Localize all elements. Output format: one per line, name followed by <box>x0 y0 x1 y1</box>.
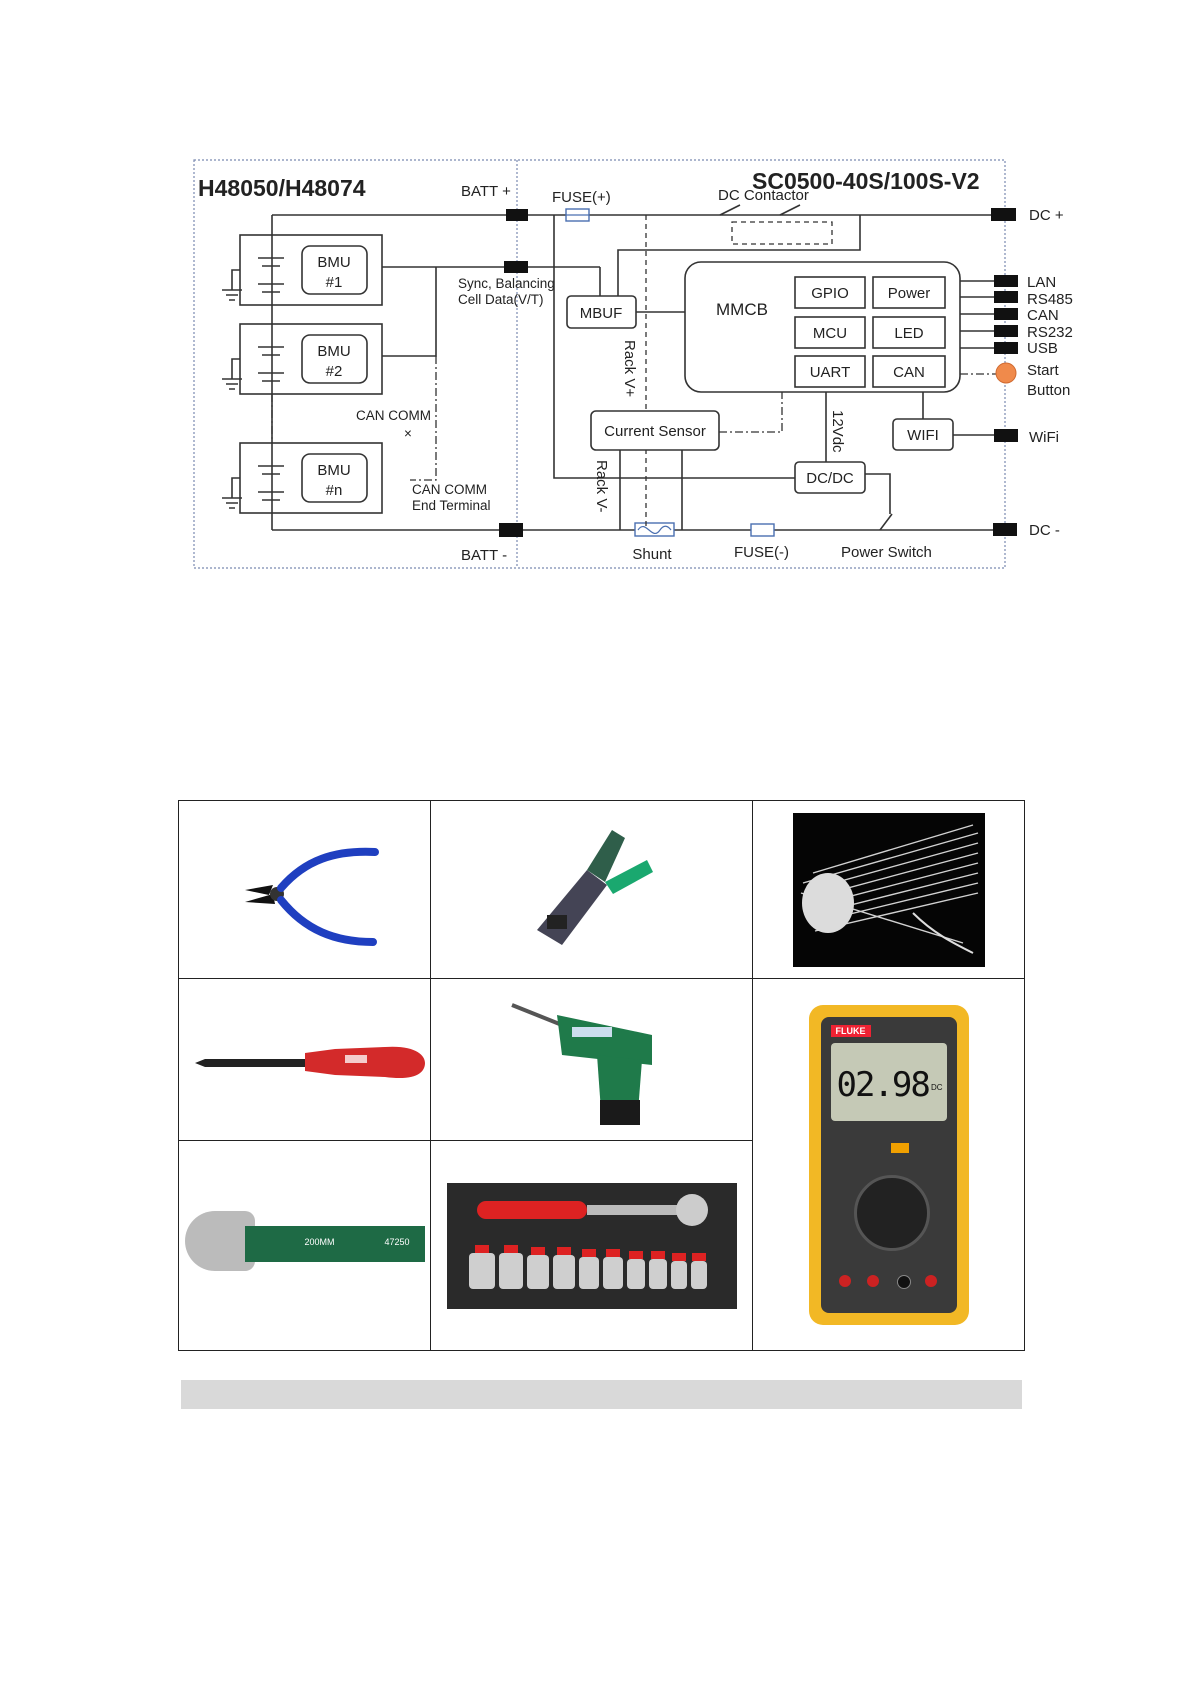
can-comm-end-label-2: End Terminal <box>412 498 491 513</box>
contactor-feed-wire <box>617 215 861 320</box>
side-cutter-pliers-icon <box>244 847 379 946</box>
current-sensor-box <box>590 410 720 451</box>
sync-label-1: Sync, Balancing <box>458 276 555 291</box>
dc-minus-label: DC - <box>1029 522 1060 539</box>
svg-text:×: × <box>404 426 412 441</box>
can-comm-dashed <box>410 356 437 481</box>
wifi-box-label: WIFI <box>907 427 939 444</box>
bmu-module-2: BMU #2 <box>222 323 383 395</box>
mmcb-label: MMCB <box>716 300 768 319</box>
power-switch-symbol <box>879 513 893 531</box>
port-lan: LAN <box>1027 274 1056 291</box>
right-title: SC0500-40S/100S-V2 <box>752 168 980 194</box>
start-label-1: Start <box>1027 362 1060 379</box>
bmu-module-n: BMU #n <box>222 442 383 514</box>
gpio-label: GPIO <box>811 285 849 302</box>
tool-cell-socket-set <box>430 1140 753 1351</box>
bmu1-index: #1 <box>326 274 343 291</box>
dc-plus-connector <box>991 208 1016 221</box>
table-row: 200MM 47250 <box>178 1140 1025 1351</box>
multimeter-reading: 02.98 <box>836 1064 931 1105</box>
mmcb-submodules: GPIO Power MCU LED UART CAN <box>794 276 946 388</box>
shunt-label: Shunt <box>632 546 672 563</box>
cable-ties-icon <box>792 812 985 967</box>
tool-cell-crimping-tool <box>430 800 753 979</box>
wifi-port-label: WiFi <box>1029 429 1059 446</box>
12vdc-label: 12Vdc <box>829 410 846 453</box>
wrench-code: 47250 <box>384 1236 410 1247</box>
wifi-connector <box>994 429 1018 442</box>
batt-minus-connector <box>499 523 523 537</box>
sync-label-2: Cell Data(V/T) <box>458 292 544 307</box>
batt-plus-connector <box>506 209 528 221</box>
mbuf-label: MBUF <box>580 305 623 322</box>
port-rs232: RS232 <box>1027 324 1073 341</box>
dcdc-label: DC/DC <box>806 470 854 487</box>
can-comm-end-label-1: CAN COMM <box>412 482 487 497</box>
tool-cell-adjustable-wrench: 200MM 47250 <box>178 1140 431 1351</box>
socket-wrench-set-icon <box>446 1182 737 1309</box>
tools-table: FLUKE 02.98 DC 200MM 47250 <box>178 800 1025 1351</box>
can-comm-label: CAN COMM <box>356 408 431 423</box>
shunt-symbol <box>634 522 675 537</box>
bmun-index: #n <box>326 482 343 499</box>
contactor-coil-dashed <box>731 221 833 245</box>
multimeter-dial-icon <box>853 1174 930 1251</box>
power-switch-label: Power Switch <box>841 544 932 561</box>
crimping-tool-icon <box>536 829 653 945</box>
bmu1-name: BMU <box>317 254 350 271</box>
fuse-minus-symbol <box>750 523 775 537</box>
table-row: FLUKE 02.98 DC <box>178 978 1025 1351</box>
electric-screwdriver-icon <box>510 1002 652 1125</box>
left-title: H48050/H48074 <box>198 175 366 201</box>
wrench-size: 200MM <box>304 1236 335 1247</box>
rack-v-plus-label: Rack V+ <box>621 340 638 397</box>
power-label: Power <box>888 285 931 302</box>
tool-cell-electric-screwdriver <box>430 978 753 1141</box>
fuse-minus-label: FUSE(-) <box>734 544 789 561</box>
current-sensor-label: Current Sensor <box>604 423 706 440</box>
port-rs485: RS485 <box>1027 291 1073 308</box>
led-label: LED <box>894 325 923 342</box>
multimeter-display: 02.98 DC <box>830 1042 947 1121</box>
sync-connector <box>504 261 528 273</box>
start-button-icon <box>995 362 1017 384</box>
port-can: CAN <box>1027 307 1059 324</box>
section-divider-bar <box>181 1380 1022 1409</box>
tool-cell-screwdriver <box>178 978 431 1141</box>
start-label-2: Button <box>1027 382 1070 399</box>
tool-cell-multimeter: FLUKE 02.98 DC <box>752 978 1025 1351</box>
adjustable-wrench-icon: 200MM 47250 <box>184 1191 425 1301</box>
screwdriver-icon <box>194 1046 425 1078</box>
tool-cell-cable-ties <box>752 800 1025 979</box>
tool-cell-side-cutter <box>178 800 431 979</box>
batt-minus-label: BATT - <box>461 547 507 564</box>
dc-plus-label: DC + <box>1029 207 1064 224</box>
can-label: CAN <box>893 364 925 381</box>
bmu2-sync-wire <box>382 267 437 357</box>
dcdc-box <box>794 461 866 494</box>
multimeter-brand: FLUKE <box>830 1024 871 1037</box>
diagram-frame <box>193 159 1006 569</box>
dc-contactor-switch <box>719 204 801 216</box>
table-row <box>178 800 1025 979</box>
multimeter-unit: DC <box>930 1082 943 1092</box>
rack-return-wire <box>553 215 795 479</box>
uart-label: UART <box>810 364 851 381</box>
bmun-name: BMU <box>317 462 350 479</box>
rack-v-minus-label: Rack V- <box>593 460 610 513</box>
dc-minus-connector <box>993 523 1017 536</box>
multimeter: FLUKE 02.98 DC <box>808 1004 969 1325</box>
batt-plus-label: BATT + <box>461 183 511 200</box>
mcu-label: MCU <box>813 325 847 342</box>
system-block-diagram: H48050/H48074 SC0500-40S/100S-V2 BATT + … <box>193 159 1073 569</box>
port-usb: USB <box>1027 340 1058 357</box>
bmu2-name: BMU <box>317 343 350 360</box>
dc-contactor-label: DC Contactor <box>718 187 809 204</box>
comm-ports: LAN RS485 CAN RS232 USB <box>960 274 1073 357</box>
fuse-plus-label: FUSE(+) <box>552 189 611 206</box>
bmu2-index: #2 <box>326 363 343 380</box>
bmu-module-1: BMU #1 <box>222 234 383 306</box>
